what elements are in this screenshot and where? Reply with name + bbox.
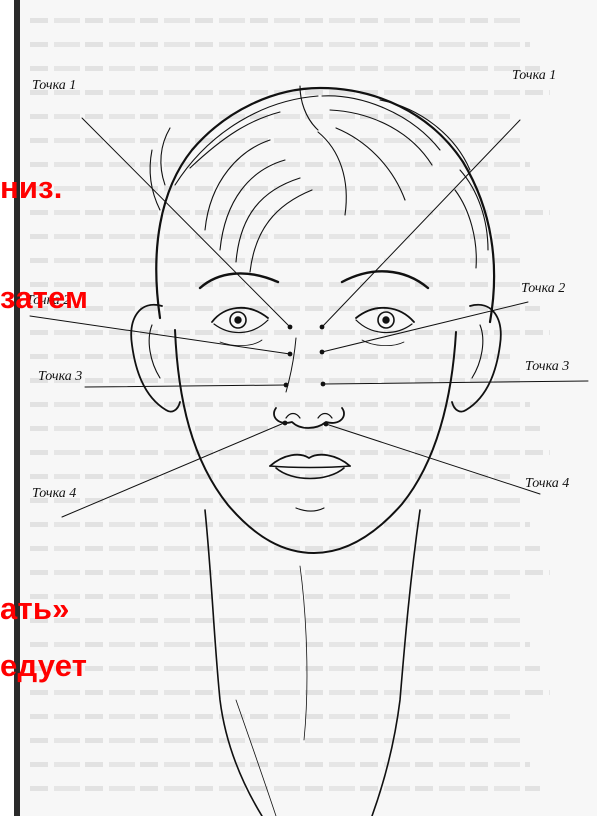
overlay-text-2: затем (0, 282, 88, 313)
point-3-left-dot (284, 383, 289, 388)
left-ear-inner (149, 325, 160, 378)
label-point-4-left: Точка 4 (32, 486, 76, 501)
point-3-right-dot (321, 382, 326, 387)
overlay-text-4: едует (0, 650, 87, 681)
point-2-left-dot (288, 352, 293, 357)
lower-lip (276, 468, 344, 479)
right-ear-inner (472, 325, 483, 378)
head-outline (156, 88, 494, 322)
face-contour (175, 330, 456, 553)
upper-lip (270, 455, 350, 466)
neck-left (205, 510, 262, 816)
neck-right (372, 510, 420, 816)
label-point-1-left: Точка 1 (32, 78, 76, 93)
overlay-text-3: ать» (0, 593, 70, 624)
label-point-3-right: Точка 3 (525, 359, 569, 374)
lip-line (270, 466, 350, 468)
point-2-right-dot (320, 350, 325, 355)
point-4-right-dot (324, 422, 329, 427)
label-point-1-right: Точка 1 (512, 68, 556, 83)
label-point-3-left: Точка 3 (38, 369, 82, 384)
right-eyebrow (342, 271, 428, 288)
overlay-text-1: низ. (0, 172, 63, 203)
right-ear (452, 305, 501, 412)
acupressure-points (283, 325, 329, 427)
label-point-2-right: Точка 2 (521, 281, 565, 296)
right-pupil (383, 317, 389, 323)
point-1-left-dot (288, 325, 293, 330)
point-4-left-dot (283, 421, 288, 426)
point-1-right-dot (320, 325, 325, 330)
hair-strands (150, 86, 488, 272)
left-pupil (235, 317, 241, 323)
label-point-4-right: Точка 4 (525, 476, 569, 491)
left-ear (131, 305, 180, 412)
